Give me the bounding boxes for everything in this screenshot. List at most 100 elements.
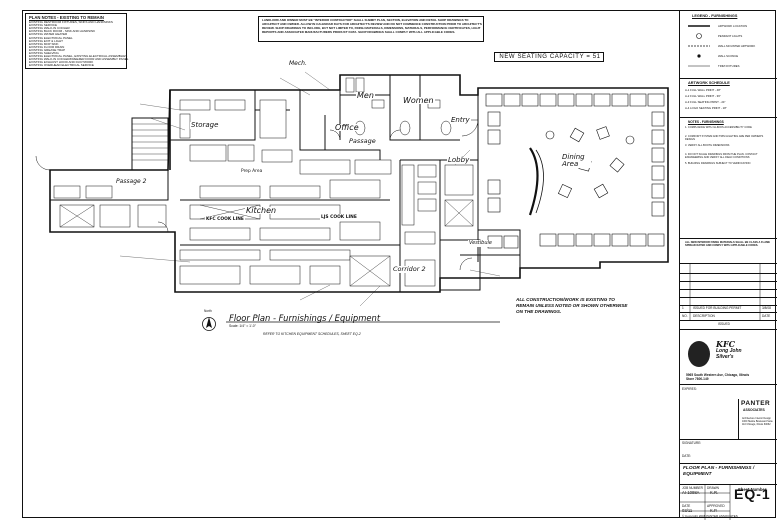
schedule-item: A-4 LOGO SEATING PRINT - 18" <box>685 106 727 110</box>
dining-booths-top <box>485 93 665 107</box>
exterior-walls <box>49 74 669 293</box>
plan-note-item: EXISTING SHELVING <box>29 51 59 55</box>
plan-note-item: EXISTING MOP SINK <box>29 41 59 46</box>
client-store: Store 7800-149 <box>686 377 709 381</box>
schedule-item: A-3 FULL SEATING PRINT - 24" <box>685 100 726 104</box>
plan-notes-box: PLAN NOTES - EXISTING TO REMAIN EXISTING… <box>25 13 129 69</box>
copyright-text: © Copyright 2008 PANTER ASSOCIATES <box>682 514 738 518</box>
plan-note-item: EXISTING WALK-IN COOLER/FREEZER DOOR AND… <box>29 57 129 62</box>
dining-booths-right <box>487 111 665 217</box>
legend-symbols <box>688 25 710 67</box>
signature-label: SIGNATURE: <box>682 441 702 445</box>
seating-capacity-box: NEW SEATING CAPACITY = 51 <box>494 52 604 62</box>
plan-note-item: EXISTING ELECTRICAL PANEL <box>29 35 73 40</box>
seating-capacity-text: NEW SEATING CAPACITY = 51 <box>499 54 601 60</box>
expires-label: EXPIRES: <box>682 387 697 391</box>
finish-note: ALL NEW INTERIOR FINISH MATERIALS SHALL … <box>685 241 770 248</box>
sheet-frame <box>22 10 776 518</box>
legend-item: ARTWORK LOCATION <box>718 24 748 28</box>
dining-curved-partition <box>528 147 539 216</box>
firm-box: PANTER ASSOCIATES Architecture Interior … <box>738 399 777 439</box>
general-note-text: LANDLORD AND OWNER MUST BE "INTERIOR CON… <box>262 18 482 34</box>
meta-grid <box>680 484 731 520</box>
revision-description: ISSUED FOR BUILDING PERMIT <box>693 306 742 310</box>
room-label-passage-2: Passage 2 <box>115 178 148 185</box>
legend-item: WALL SCONCE <box>718 54 739 58</box>
plan-note-item: EXISTING WATER HEATER <box>29 32 68 37</box>
kitchen-equipment <box>53 99 474 287</box>
room-label-prep: Prep Area <box>240 168 264 175</box>
revision-date: 3/8/08 <box>762 306 771 310</box>
date-label: DATE: <box>682 454 692 458</box>
plan-note-item: EXISTING BACK ROOM - SINK AND HANDSINK <box>29 29 96 34</box>
plan-title: Floor Plan - Furnishings / Equipment <box>229 313 381 323</box>
revision-header-date: DATE <box>762 314 771 318</box>
room-label-passage: Passage <box>348 137 377 145</box>
plan-note-item: EXISTING FLOOR DRAIN <box>29 44 65 49</box>
client-name-ljs: Long John Silver's <box>716 348 742 360</box>
room-label-vestibule: Vestibule <box>468 240 493 247</box>
revision-header-no: NO. <box>682 314 688 318</box>
furnishings-note-item: 1. COMPLIANCE WITH ILLINOIS ACCESSIBILIT… <box>685 126 752 129</box>
general-note-box: LANDLORD AND OWNER MUST BE "INTERIOR CON… <box>258 16 484 42</box>
construction-note-text: ALL CONSTRUCTION/WORK IS EXISTING TO REM… <box>516 297 628 314</box>
room-label-corridor-2: Corridor 2 <box>392 265 427 273</box>
approved-label: APPROVED <box>707 504 725 508</box>
date-meta: 03/11 <box>682 508 693 513</box>
plan-note-item: EXISTING ELECTRICAL PANEL, EXISTING ELEC… <box>29 54 128 59</box>
plan-note-item: EXISTING EXHAUST HOOD AND DUCTWORK <box>29 60 94 65</box>
sheet-number: EQ-1 <box>734 486 771 502</box>
plan-note-item: EXISTING SERVICE <box>29 23 57 28</box>
room-label-men: Men <box>356 91 375 100</box>
restroom-fixtures <box>345 77 452 136</box>
construction-note-box: ALL CONSTRUCTION/WORK IS EXISTING TO REM… <box>514 296 634 316</box>
schedule-item: A-2 FULL WALL PRINT - 36" <box>685 94 721 98</box>
issued-label: ISSUED <box>718 322 730 326</box>
approved-value: K.P. <box>710 508 718 513</box>
vestibule-outline <box>439 239 481 291</box>
room-label-kfc-cook-line: KFC COOK LINE <box>205 216 245 223</box>
plan-note-item: EXISTING RESTROOM FIXTURES, SINKS AND HA… <box>29 20 113 24</box>
room-label-women: Women <box>402 96 435 105</box>
dining-booths-bottom <box>487 233 665 249</box>
stair-outline <box>131 117 169 171</box>
room-label-entry: Entry <box>450 116 471 124</box>
job-number: AI-1098A <box>682 490 700 495</box>
room-label-lobby: Lobby <box>447 156 471 164</box>
drawn-value: K.R. <box>710 490 719 495</box>
dining-tables <box>545 126 635 199</box>
sheet-title: FLOOR PLAN - FURNISHINGS / EQUIPMENT <box>683 466 755 477</box>
room-label-ljs-cook-line: LJS COOK LINE <box>320 214 358 221</box>
plan-scale: Scale: 1/4" = 1'-0" <box>229 324 256 328</box>
plan-reference-note: REFER TO KITCHEN EQUIPMENT SCHEDULES, SH… <box>263 332 361 336</box>
revision-table-columns <box>689 263 761 321</box>
job-label: JOB NUMBER <box>682 486 703 490</box>
plan-note-item: EXISTING EXIT & LIGHT <box>29 38 63 43</box>
client-address: 5965 South Western Ave, Chicago, Illinoi… <box>686 373 750 377</box>
legend-title: LEGEND - FURNISHINGS <box>692 14 738 18</box>
room-label-office: Office <box>334 123 360 132</box>
client-logo-icon <box>688 341 710 367</box>
furnishings-notes-title: NOTES - FURNISHINGS <box>688 120 724 124</box>
drawn-label: DRAWN <box>707 486 719 490</box>
furnishings-note-item: 4. DO NOT SCALE DRAWINGS FROM THE PLAN. … <box>685 153 758 160</box>
date-meta-label: DATE <box>682 504 691 508</box>
firm-address: Architecture Interior Design 1000 Skokie… <box>742 417 773 426</box>
legend-item: WALL MOUNTED ARTWORK <box>718 44 756 48</box>
furnishings-note-item: 5. BUILDING DRAWINGS SUBJECT TO VERIFICA… <box>685 162 751 165</box>
furnishings-note-item: 2. COMFORT SYSTEM AND TRIM LIGHTING ARE … <box>685 135 764 142</box>
leader-lines <box>119 71 501 307</box>
legend-item: TRIM FIXTURES <box>718 64 740 68</box>
north-arrow-icon <box>202 317 216 331</box>
room-label-mech: Mech. <box>288 60 308 67</box>
room-label-kitchen: Kitchen <box>245 206 278 215</box>
client-name-kfc: KFC <box>716 339 735 349</box>
plan-note-item: EXISTING OVERHEAD ELECTRICAL SERVICE <box>29 63 94 68</box>
north-label: North <box>204 309 212 313</box>
schedule-item: A-1 FULL WALL PRINT - 48" <box>685 88 721 92</box>
firm-sub: ASSOCIATES <box>743 408 765 412</box>
plan-note-item: EXISTING GREASE TRAP <box>29 47 66 52</box>
